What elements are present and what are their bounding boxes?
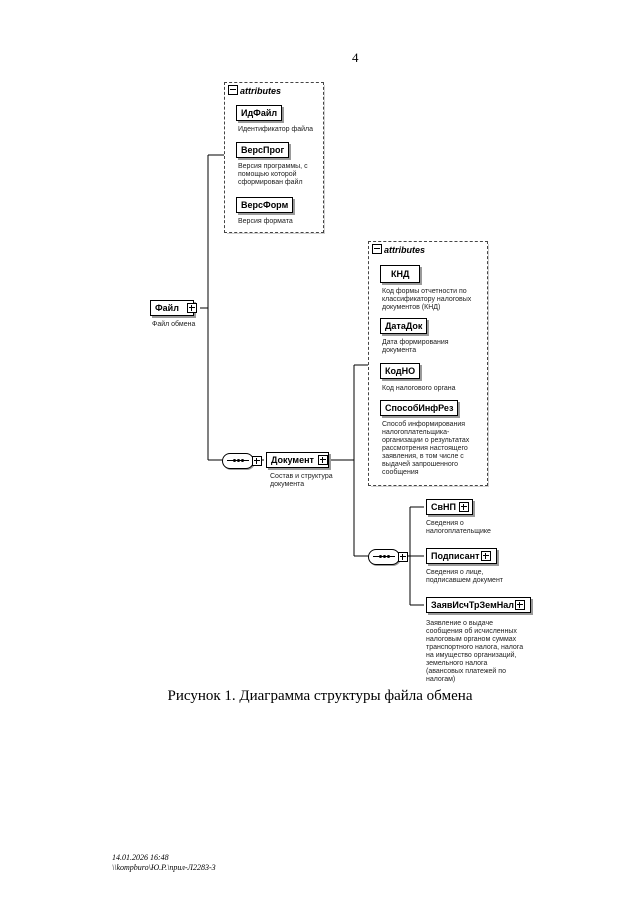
attribute-knd[interactable]: КНД	[380, 265, 421, 283]
attributes-header[interactable]: attributes	[228, 85, 281, 96]
sequence-compositor-icon[interactable]	[222, 453, 254, 469]
sequence-collapse-icon[interactable]	[252, 456, 262, 466]
attribute-versform[interactable]: ВерсФорм	[236, 197, 294, 213]
root-collapse-icon[interactable]	[187, 303, 197, 313]
element-podpisant[interactable]: Подписант	[426, 548, 497, 564]
page-number: 4	[352, 50, 359, 65]
element-zayavisch-desc: Заявление о выдаче сообщения об исчислен…	[426, 620, 524, 683]
footer-stamp: 14.01.2026 16:48 \\kompburo\Ю.Р.\прил-Л2…	[112, 853, 216, 873]
svnp-expand-icon[interactable]	[459, 502, 469, 512]
element-podpisant-desc: Сведения о лице, подписавшем документ	[426, 569, 504, 584]
attribute-kodno[interactable]: КодНО	[380, 363, 421, 379]
element-svnp-desc: Сведения о налогоплательщике	[426, 520, 491, 535]
element-document-desc: Состав и структура документа	[270, 473, 333, 488]
collapse-icon[interactable]	[228, 85, 238, 95]
attribute-kodno-desc: Код налогового органа	[382, 385, 456, 392]
attribute-sposobinfrez[interactable]: СпособИнфРез	[380, 400, 459, 416]
children-sequence-icon[interactable]	[368, 549, 400, 565]
children-sequence-collapse-icon[interactable]	[398, 552, 408, 562]
attribute-versprog[interactable]: ВерсПрог	[236, 142, 290, 158]
attribute-datadok-desc: Дата формирования документа	[382, 339, 449, 354]
root-element-desc: Файл обмена	[152, 321, 196, 328]
podpisant-expand-icon[interactable]	[481, 551, 491, 561]
attribute-versform-desc: Версия формата	[238, 218, 293, 225]
zayavisch-expand-icon[interactable]	[515, 600, 525, 610]
figure-caption: Рисунок 1. Диаграмма структуры файла обм…	[167, 688, 473, 704]
attribute-knd-desc: Код формы отчетности по классификатору н…	[382, 288, 472, 311]
attribute-idfile-desc: Идентификатор файла	[238, 126, 314, 133]
document-collapse-icon[interactable]	[318, 455, 328, 465]
attribute-datadok[interactable]: ДатаДок	[380, 318, 428, 334]
element-zayavisch[interactable]: ЗаявИсчТрЗемНал	[426, 597, 531, 613]
collapse-icon[interactable]	[372, 244, 382, 254]
attributes-header[interactable]: attributes	[372, 244, 425, 255]
attribute-versprog-desc: Версия программы, с помощью которой сфор…	[238, 163, 308, 186]
element-document[interactable]: Документ	[266, 452, 329, 468]
stamp-path: \\kompburo\Ю.Р.\прил-Л2283-3	[112, 863, 216, 872]
stamp-date: 14.01.2026 16:48	[112, 853, 169, 862]
attribute-idfile[interactable]: ИдФайл	[236, 105, 283, 121]
attribute-sposobinfrez-desc: Способ информирования налогоплательщика-…	[382, 421, 470, 476]
